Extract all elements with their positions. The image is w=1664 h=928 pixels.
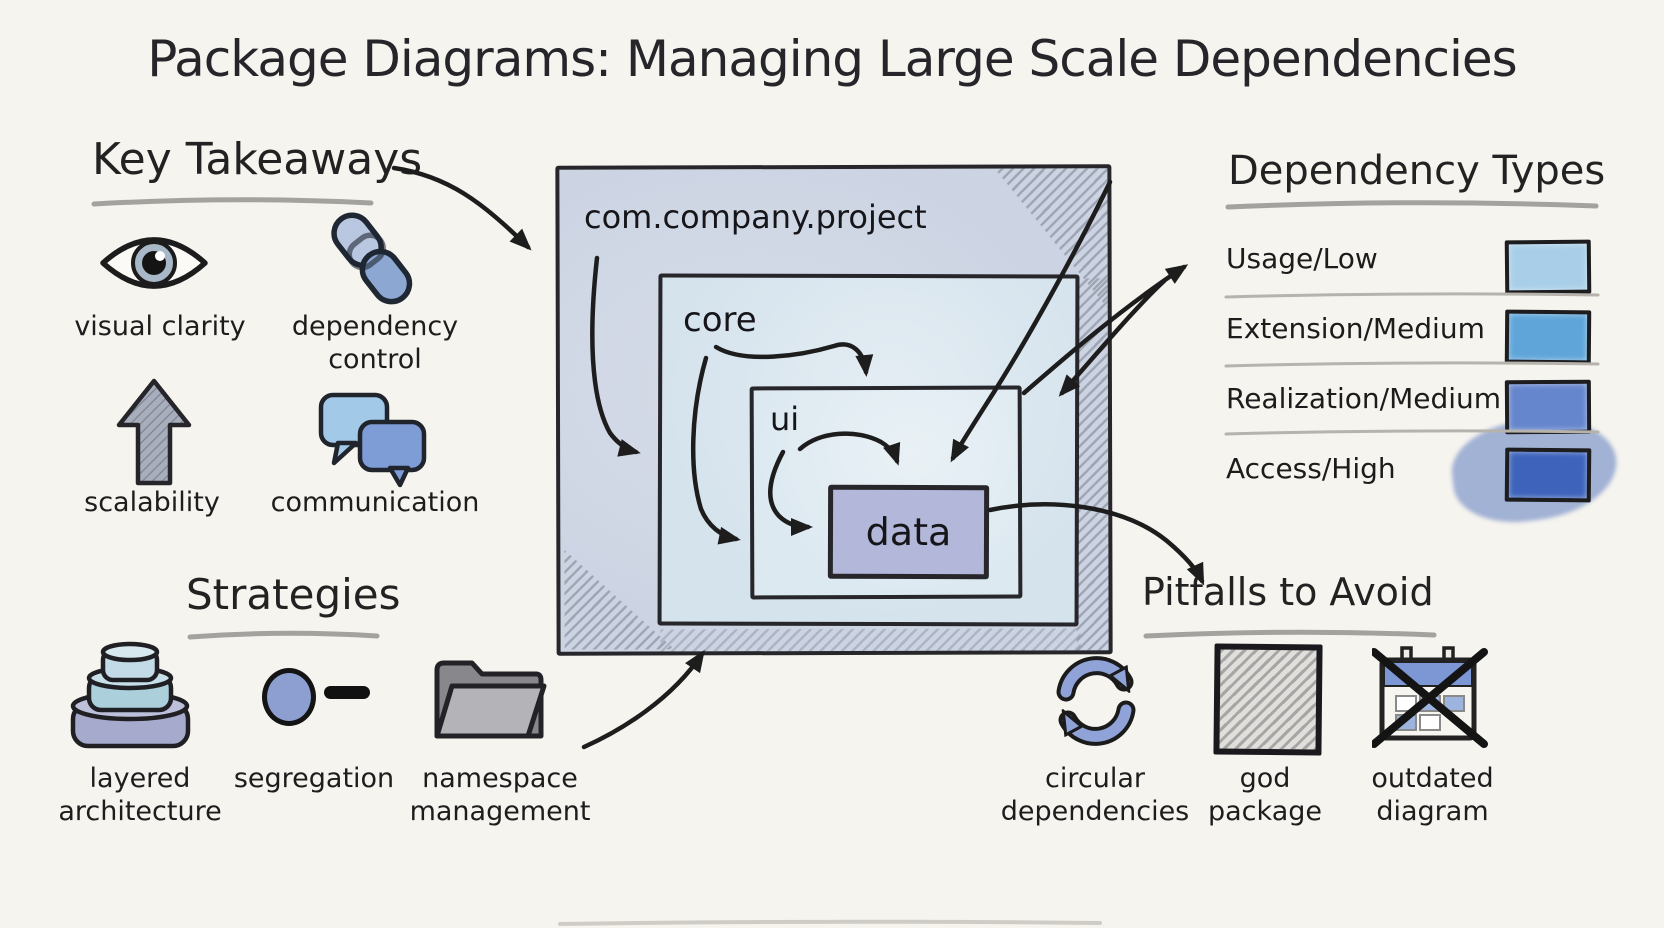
- eye-icon: [100, 237, 208, 289]
- core-package-label: core: [683, 300, 757, 340]
- arrow-core-to-ui-top: [713, 342, 874, 377]
- arrow-folder-to-diagram: [581, 649, 705, 750]
- legend-separator-2: [1224, 361, 1600, 368]
- bottom-faint-stroke: [558, 919, 1102, 926]
- strategy-label-segregation: segregation: [233, 763, 395, 794]
- takeaway-label-scalability: scalability: [84, 487, 220, 518]
- arrow-data-to-pitfalls: [987, 502, 1205, 586]
- cycle-arrows-icon: [1056, 656, 1136, 746]
- underline-strategies: [187, 630, 380, 640]
- legend-label-access: Access/High: [1226, 452, 1396, 485]
- key-takeaways-heading: Key Takeaways: [92, 134, 423, 185]
- takeaway-label-dependency-control: dependency control: [291, 311, 459, 375]
- arrow-legend-to-data: [950, 179, 1113, 463]
- page-title: Package Diagrams: Managing Large Scale D…: [147, 30, 1517, 88]
- outer-package-label: com.company.project: [584, 198, 927, 236]
- lollipop-dash: [324, 686, 370, 699]
- arrow-diagram-to-usage-legend: [1021, 264, 1189, 396]
- folder-icon: [434, 660, 547, 739]
- chain-link-icon: [331, 212, 413, 305]
- legend-separator-3: [1224, 429, 1600, 436]
- interface-lollipop-icon: [262, 668, 372, 726]
- strategy-label-namespace-management: namespace management: [409, 763, 591, 827]
- arrow-legend-to-diagram-edge: [1058, 278, 1167, 397]
- strategies-heading: Strategies: [186, 570, 401, 619]
- strategy-label-layered-architecture: layered architecture: [58, 763, 222, 827]
- pitfall-label-outdated-diagram: outdated diagram: [1371, 763, 1494, 827]
- arrow-ui-to-data-left: [768, 449, 813, 536]
- legend-label-extension: Extension/Medium: [1226, 312, 1485, 345]
- underline-key-takeaways: [91, 197, 374, 207]
- lollipop-circle: [262, 668, 316, 726]
- arrow-key-takeaways-to-diagram: [391, 165, 532, 251]
- arrow-ui-to-data-top: [797, 431, 901, 466]
- takeaway-label-communication: communication: [270, 487, 480, 518]
- up-arrow-icon: [116, 378, 192, 486]
- layer-cake-icon: [70, 641, 191, 749]
- legend-label-usage: Usage/Low: [1226, 242, 1378, 275]
- underline-pitfalls: [1143, 629, 1437, 639]
- legend-separator-1: [1224, 292, 1600, 299]
- speech-bubbles-icon: [318, 392, 427, 488]
- underline-dependency-types: [1225, 200, 1599, 210]
- pitfall-label-god-package: god package: [1208, 763, 1322, 827]
- ui-package-label: ui: [770, 400, 800, 438]
- arrow-outer-to-core: [590, 255, 641, 457]
- crossed-calendar-icon: [1372, 646, 1488, 748]
- dependency-types-heading: Dependency Types: [1228, 148, 1606, 194]
- legend-label-realization: Realization/Medium: [1226, 382, 1502, 415]
- arrow-core-to-ui-left: [690, 355, 741, 545]
- pitfall-label-circular-dependencies: circular dependencies: [1000, 763, 1190, 827]
- takeaway-label-visual-clarity: visual clarity: [74, 311, 246, 342]
